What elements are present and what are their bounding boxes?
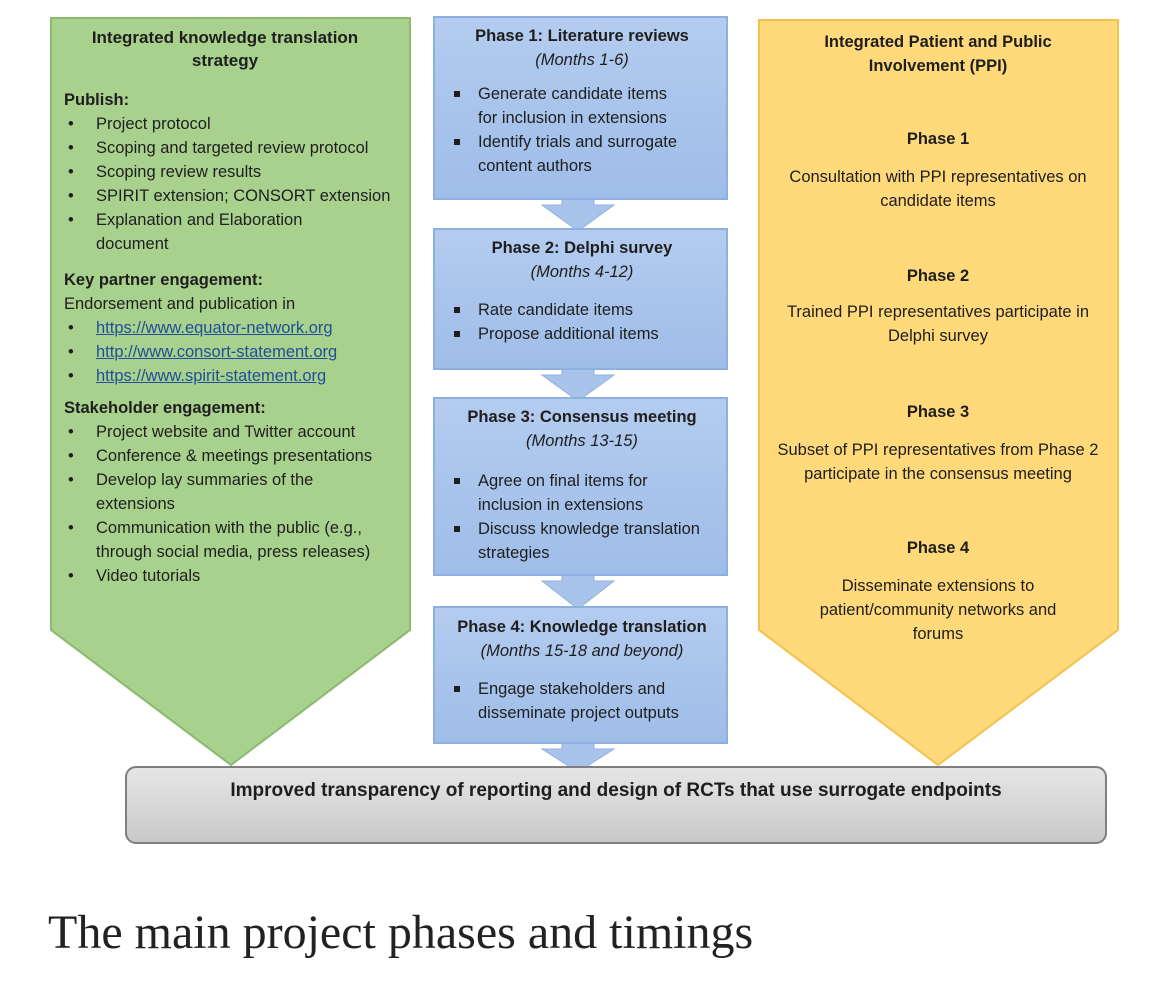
ppi-title: Integrated Patient and Public Involvemen… — [824, 33, 1052, 75]
phase2-content: Phase 2: Delphi survey (Months 4-12) Rat… — [448, 236, 716, 346]
phase1-box — [433, 16, 728, 200]
list-item: Scoping and targeted review protocol — [64, 136, 404, 160]
list-item: Identify trials and surrogate content au… — [448, 130, 688, 178]
phase4-duration: (Months 15-18 and beyond) — [480, 642, 684, 660]
publish-list: Project protocol Scoping and targeted re… — [64, 112, 404, 256]
phase1-duration: (Months 1-6) — [535, 51, 629, 69]
list-item: Propose additional items — [448, 322, 716, 346]
consort-statement-link[interactable]: http://www.consort-statement.org — [96, 343, 338, 361]
ppi-phase2: Phase 2 Trained PPI representatives part… — [770, 264, 1106, 348]
list-item: Agree on final items for inclusion in ex… — [448, 469, 688, 517]
list-item: Communication with the public (e.g., thr… — [64, 516, 396, 564]
ppi-phase1-label: Phase 1 — [906, 130, 970, 148]
partner-intro: Endorsement and publication in — [64, 295, 296, 313]
outcome-bar — [125, 766, 1107, 844]
phase3-content: Phase 3: Consensus meeting (Months 13-15… — [448, 405, 716, 565]
list-item: http://www.consort-statement.org — [64, 340, 404, 364]
arrow-phase1-to-phase2 — [540, 197, 616, 232]
ppi-phase3-label: Phase 3 — [906, 403, 970, 421]
list-item: Scoping review results — [64, 160, 404, 184]
list-item: https://www.equator-network.org — [64, 316, 404, 340]
ppi-phase1-text: Consultation with PPI representatives on… — [789, 168, 1087, 210]
phase2-box — [433, 228, 728, 370]
ppi-phase1: Phase 1 Consultation with PPI representa… — [770, 127, 1106, 213]
ppi-phase4: Phase 4 Disseminate extensions to patien… — [770, 536, 1106, 646]
list-item: Rate candidate items — [448, 298, 716, 322]
knowledge-translation-body: Publish: Project protocol Scoping and ta… — [64, 88, 404, 588]
list-item: Discuss knowledge translation strategies — [448, 517, 728, 565]
phase2-title: Phase 2: Delphi survey — [491, 239, 673, 257]
list-item: Video tutorials — [64, 564, 404, 588]
arrow-phase2-to-phase3 — [540, 367, 616, 402]
list-item: Project protocol — [64, 112, 404, 136]
phase4-list: Engage stakeholders and disseminate proj… — [448, 677, 716, 725]
phase2-list: Rate candidate items Propose additional … — [448, 298, 716, 346]
ppi-panel-shape — [758, 19, 1119, 767]
ppi-phase4-label: Phase 4 — [906, 539, 970, 557]
publish-heading: Publish: — [64, 91, 130, 109]
outcome-text: Improved transparency of reporting and d… — [230, 780, 1002, 801]
phase3-title: Phase 3: Consensus meeting — [467, 408, 697, 426]
phase1-content: Phase 1: Literature reviews (Months 1-6)… — [448, 24, 716, 178]
ppi-phase3-text: Subset of PPI representatives from Phase… — [777, 441, 1099, 483]
list-item: Explanation and Elaboration document — [64, 208, 326, 256]
ppi-phase3: Phase 3 Subset of PPI representatives fr… — [770, 400, 1106, 486]
phase3-duration: (Months 13-15) — [526, 432, 638, 450]
spirit-statement-link[interactable]: https://www.spirit-statement.org — [96, 367, 327, 385]
phase4-box — [433, 606, 728, 744]
knowledge-translation-title: Integrated knowledge translation strateg… — [91, 28, 359, 70]
phase4-title: Phase 4: Knowledge translation — [457, 618, 707, 636]
phase3-list: Agree on final items for inclusion in ex… — [448, 469, 716, 565]
partner-heading: Key partner engagement: — [64, 271, 263, 289]
arrow-phase3-to-phase4 — [540, 573, 616, 610]
list-item: Engage stakeholders and disseminate proj… — [448, 677, 708, 725]
list-item: Generate candidate items for inclusion i… — [448, 82, 688, 130]
ppi-phase4-text: Disseminate extensions to patient/commun… — [819, 577, 1057, 643]
list-item: Conference & meetings presentations — [64, 444, 404, 468]
phase1-title: Phase 1: Literature reviews — [475, 27, 689, 45]
figure-caption: The main project phases and timings — [48, 906, 754, 959]
list-item: Project website and Twitter account — [64, 420, 404, 444]
phase2-duration: (Months 4-12) — [530, 263, 634, 281]
partner-link-list: https://www.equator-network.org http://w… — [64, 316, 404, 388]
ppi-phase2-label: Phase 2 — [906, 267, 970, 285]
stakeholder-heading: Stakeholder engagement: — [64, 399, 266, 417]
equator-network-link[interactable]: https://www.equator-network.org — [96, 319, 333, 337]
phase4-content: Phase 4: Knowledge translation (Months 1… — [448, 615, 716, 725]
list-item: Develop lay summaries of the extensions — [64, 468, 346, 516]
list-item: SPIRIT extension; CONSORT extension — [64, 184, 404, 208]
ppi-phase2-text: Trained PPI representatives participate … — [786, 303, 1090, 345]
stakeholder-list: Project website and Twitter account Conf… — [64, 420, 404, 588]
list-item: https://www.spirit-statement.org — [64, 364, 404, 388]
phase3-box — [433, 397, 728, 576]
phase1-list: Generate candidate items for inclusion i… — [448, 82, 716, 178]
